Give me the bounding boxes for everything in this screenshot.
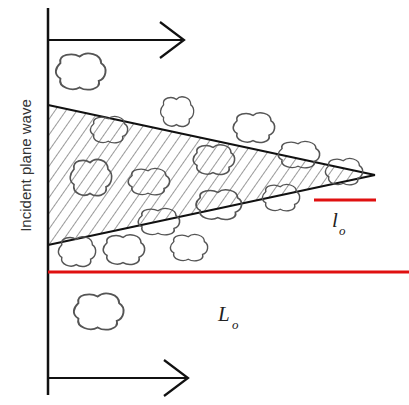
arrowhead — [164, 360, 188, 396]
cone-edge — [48, 175, 375, 245]
outer-scale-line — [48, 271, 409, 274]
scale-symbol: L — [218, 302, 230, 327]
cone-edge — [48, 105, 375, 175]
wavefront — [47, 8, 50, 395]
eddies — [56, 53, 363, 329]
arrowhead — [160, 22, 184, 58]
propagation-arrow — [48, 377, 186, 379]
subscript: o — [232, 317, 239, 333]
axis-label: Incident plane wave — [17, 99, 34, 232]
subscript: o — [339, 223, 346, 239]
inner-scale-line — [314, 199, 376, 202]
scale-symbol: l — [332, 208, 338, 233]
hatched-cone — [48, 105, 375, 245]
propagation-arrow — [48, 39, 182, 41]
